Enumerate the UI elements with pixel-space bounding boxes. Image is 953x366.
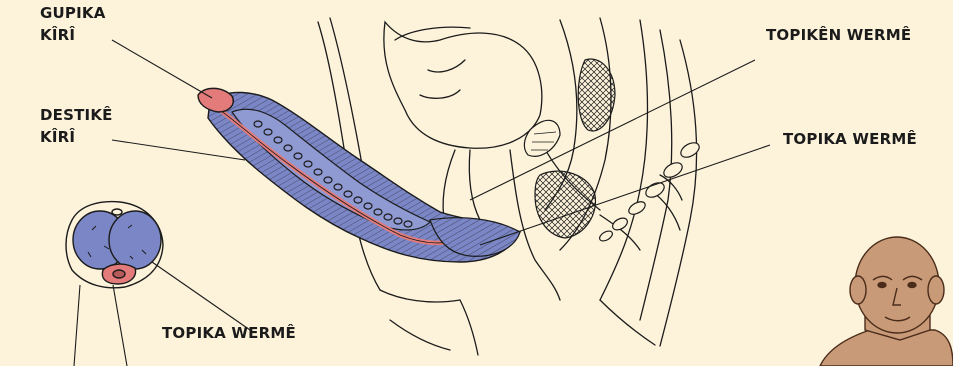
coccyx-vertebrae [598, 140, 702, 243]
label-destike-kiri: DESTIKÊ KÎRÎ [40, 104, 113, 148]
label-topika-werme-right: TOPIKA WERMÊ [783, 128, 917, 150]
label-gupika-kiri: GUPIKA KÎRÎ [40, 2, 106, 46]
label-topika-werme-bottom: TOPIKA WERMÊ [162, 322, 296, 344]
label-destike-kiri-line1: DESTIKÊ [40, 104, 113, 126]
label-topiken-werme: TOPIKÊN WERMÊ [766, 24, 911, 46]
glans-tip [198, 88, 233, 112]
cross-section [66, 202, 163, 288]
vesicle-shape [524, 120, 560, 156]
crosshatch-region-lower [535, 171, 595, 238]
label-gupika-kiri-line1: GUPIKA [40, 2, 106, 24]
label-gupika-kiri-line2: KÎRÎ [40, 24, 106, 46]
avatar [820, 237, 953, 366]
label-destike-kiri-line2: KÎRÎ [40, 126, 113, 148]
